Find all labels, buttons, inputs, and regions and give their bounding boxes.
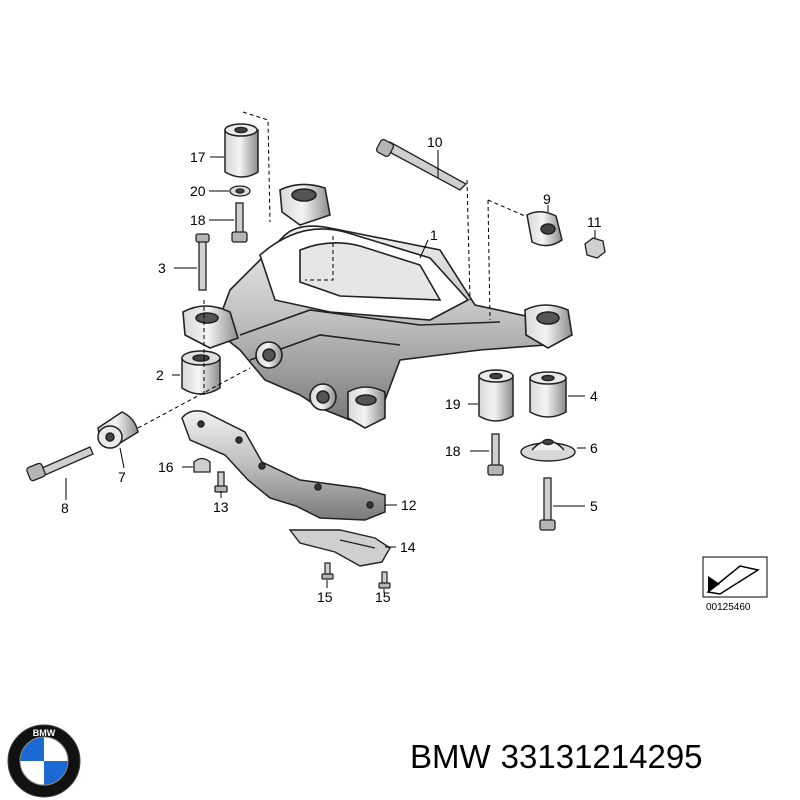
callout-19: 19 [445, 396, 461, 412]
bolt-part-10 [375, 138, 468, 191]
rear-subframe [182, 183, 573, 429]
bolt-part-18-top [231, 202, 248, 243]
bushing-part-17 [224, 123, 259, 178]
callout-16: 16 [158, 459, 174, 475]
nut-part-11 [584, 237, 606, 259]
bolt-part-13 [214, 471, 228, 493]
bmw-logo: BMW [7, 724, 81, 798]
screw-part-15-right [378, 571, 391, 589]
washer-part-20 [229, 185, 251, 197]
callout-4: 4 [590, 388, 598, 404]
brand-name: BMW [410, 738, 491, 775]
leader-lines [65, 150, 596, 593]
nut-part-16 [193, 457, 211, 473]
screw-part-15-left [321, 562, 334, 580]
bushing-part-7 [97, 411, 139, 449]
callout-18: 18 [190, 212, 206, 228]
bushing-part-9 [526, 211, 563, 247]
reference-code: 00125460 [706, 602, 751, 613]
callout-15: 15 [317, 589, 333, 605]
callout-8: 8 [61, 500, 69, 516]
callout-13: 13 [213, 499, 229, 515]
callout-18: 18 [445, 443, 461, 459]
bolt-part-8 [26, 446, 94, 482]
bushing-part-19 [478, 369, 514, 422]
callout-11: 11 [587, 214, 602, 230]
bolt-part-3 [195, 233, 210, 291]
callout-3: 3 [158, 260, 166, 276]
bushing-part-4 [529, 371, 567, 418]
callout-7: 7 [118, 469, 126, 485]
callout-12: 12 [401, 497, 417, 513]
assembly-dashed-lines [137, 111, 526, 429]
bolt-part-5 [539, 477, 556, 531]
reinforcement-plate-part-12 [181, 410, 386, 521]
cover-part-14 [288, 529, 391, 567]
part-number: 33131214295 [500, 738, 703, 775]
callout-10: 10 [427, 134, 443, 150]
callout-1: 1 [430, 227, 438, 243]
logo-letters: BMW [33, 728, 56, 738]
callout-14: 14 [400, 539, 416, 555]
callout-5: 5 [590, 498, 598, 514]
callout-15: 15 [375, 589, 391, 605]
washer-part-6 [520, 438, 576, 462]
callout-9: 9 [543, 191, 551, 207]
callout-6: 6 [590, 440, 598, 456]
callout-labels: 17 20 18 3 2 1 10 9 11 19 4 18 6 5 8 7 1… [61, 134, 602, 605]
callout-2: 2 [156, 367, 164, 383]
bolt-part-18-right [487, 433, 504, 476]
callout-20: 20 [190, 183, 206, 199]
bushing-part-2 [181, 350, 221, 395]
direction-arrow-icon [706, 565, 760, 595]
orientation-reference-box: 00125460 [702, 556, 768, 613]
callout-17: 17 [190, 149, 206, 165]
